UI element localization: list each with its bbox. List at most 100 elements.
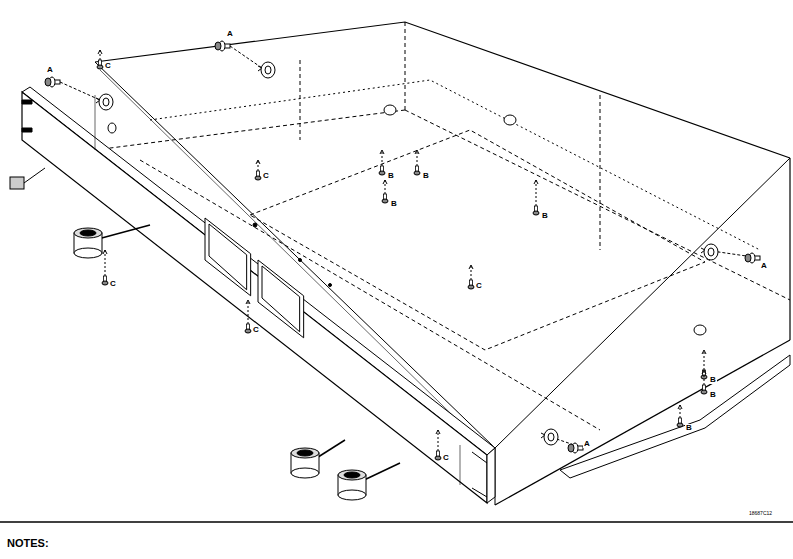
callout-letter: B [685,424,693,432]
callout-letter: C [442,454,450,462]
knob-top [291,448,319,458]
callout-letter: C [104,62,112,70]
callout-letter: A [760,262,768,270]
leader-arrowhead [702,350,706,354]
leader-arrowhead [702,370,706,374]
screw-head [382,199,388,203]
rack-ear-bend [95,95,96,150]
screw-leader [417,150,418,166]
callout-letter: A [583,440,591,448]
knob-top [338,470,366,480]
hidden-edge [300,60,301,140]
screw-leader [105,250,106,276]
callout-letter: C [475,282,483,290]
knob-shaft [362,463,400,481]
screw-leader [248,300,249,324]
callout-letter: B [709,391,717,399]
hidden-edge [600,95,601,250]
screw-leader [471,265,472,280]
meter-glass [209,224,247,290]
rack-slot [22,100,32,104]
chassis-back-edge [789,158,790,340]
screw-leader [382,150,383,166]
leader-arrowhead [436,430,440,434]
rack-slot [472,452,487,463]
knob-shaft [24,168,45,183]
screw-head [97,65,103,69]
knob-bottom [74,248,102,258]
chassis-top-edge [95,22,790,158]
callout-letter: C [109,280,117,288]
chassis-side-edge [495,158,790,448]
mounting-hole [694,325,706,335]
screw-head [468,285,474,289]
panel-hole [329,284,332,287]
leader-arrowhead [383,180,387,184]
screw-leader [438,430,439,451]
screw-head [745,254,751,262]
callout-letter: B [541,212,549,220]
panel-end-face [487,448,495,503]
mounting-hole [708,248,714,256]
screw-leader [536,180,537,206]
screw-head [414,171,420,175]
hidden-edge [405,22,406,110]
knob-cap [80,230,96,236]
rack-ear-bend [460,445,461,485]
leader-arrowhead [103,250,107,254]
hidden-edge [150,80,760,250]
screw-leader [60,82,100,100]
screw-head [533,211,539,215]
screw-leader [230,46,262,68]
callout-letter: C [262,172,270,180]
callout-letter: A [226,30,234,38]
panel-top-face [22,87,495,455]
rack-slot [22,128,32,132]
screw-leader [385,180,386,194]
screw-head [45,78,51,86]
mounting-hole [265,66,271,74]
figure-code: 18687C12 [748,511,773,516]
front-panel [22,92,487,503]
screw-leader [704,350,705,370]
knob-cap [344,472,360,478]
screw-leader [680,405,681,418]
mounting-hole [261,62,275,78]
mounting-hole [103,98,109,106]
knob-bottom [291,468,319,478]
mounting-hole [504,115,516,125]
knob-top [74,228,102,238]
knob-shaft [98,225,150,239]
callout-letter: B [709,376,717,384]
knob-cap [297,450,313,456]
panel-hole [299,259,302,262]
panel-hole [108,123,116,133]
callout-letter: B [422,172,430,180]
chassis-front-flange [95,62,495,448]
small-knob [10,177,24,189]
meter-window [205,218,251,296]
chassis-bottom-edge [495,340,790,505]
rack-slot [472,488,487,497]
screw-head [255,176,261,180]
meter-glass [262,266,300,332]
panel-hole [253,223,257,227]
mounting-hole [548,433,554,441]
notes-heading: NOTES: [6,538,50,549]
leader-arrowhead [246,300,250,304]
leader-arrowhead [98,50,102,54]
leader-arrowhead [469,265,473,269]
hidden-edge [405,110,790,300]
screw-head [215,42,221,50]
screw-head [677,423,683,427]
bottom-plate [560,355,790,478]
knob-bottom [338,490,366,500]
mounting-hole [384,105,396,115]
hidden-edge [95,110,405,150]
mounting-hole [99,94,113,110]
callout-letter: C [252,326,260,334]
callout-letter: A [46,66,54,74]
screw-head [379,171,385,175]
